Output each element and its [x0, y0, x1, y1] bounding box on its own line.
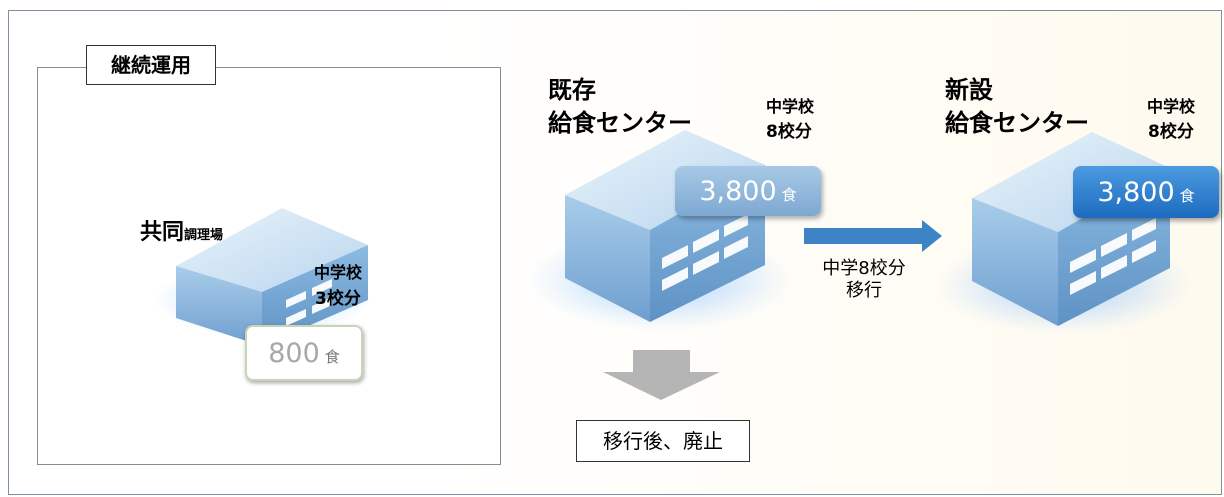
new-center-schools-count: 8校分 — [1148, 122, 1194, 142]
transfer-label: 中学8校分 移行 — [809, 258, 919, 302]
transfer-arrow-icon — [804, 220, 942, 252]
existing-center-building-icon — [525, 130, 795, 332]
shared-kitchen-schools-count: 3校分 — [315, 289, 361, 309]
transfer-label-line2: 移行 — [846, 280, 882, 301]
existing-center-schools: 中学校 — [766, 97, 815, 116]
continued-operation-label: 継続運用 — [86, 45, 216, 85]
existing-center-title-2: 給食センター — [548, 109, 692, 137]
new-center-building-icon — [935, 132, 1195, 335]
new-center-schools: 中学校 — [1147, 97, 1196, 116]
shared-kitchen-schools: 中学校 — [314, 263, 363, 282]
new-center-title-1: 新設 — [945, 76, 993, 104]
shared-kitchen-building-icon — [152, 208, 372, 346]
transfer-label-line1: 中学8校分 — [822, 258, 906, 279]
shared-kitchen-title: 共同調理場 — [140, 220, 224, 245]
existing-center-schools-count: 8校分 — [766, 122, 812, 142]
new-center-title-2: 給食センター — [945, 109, 1089, 137]
existing-center-title-1: 既存 — [548, 76, 596, 104]
abolish-after-transfer-label: 移行後、廃止 — [576, 420, 750, 462]
down-arrow-icon — [603, 350, 720, 400]
